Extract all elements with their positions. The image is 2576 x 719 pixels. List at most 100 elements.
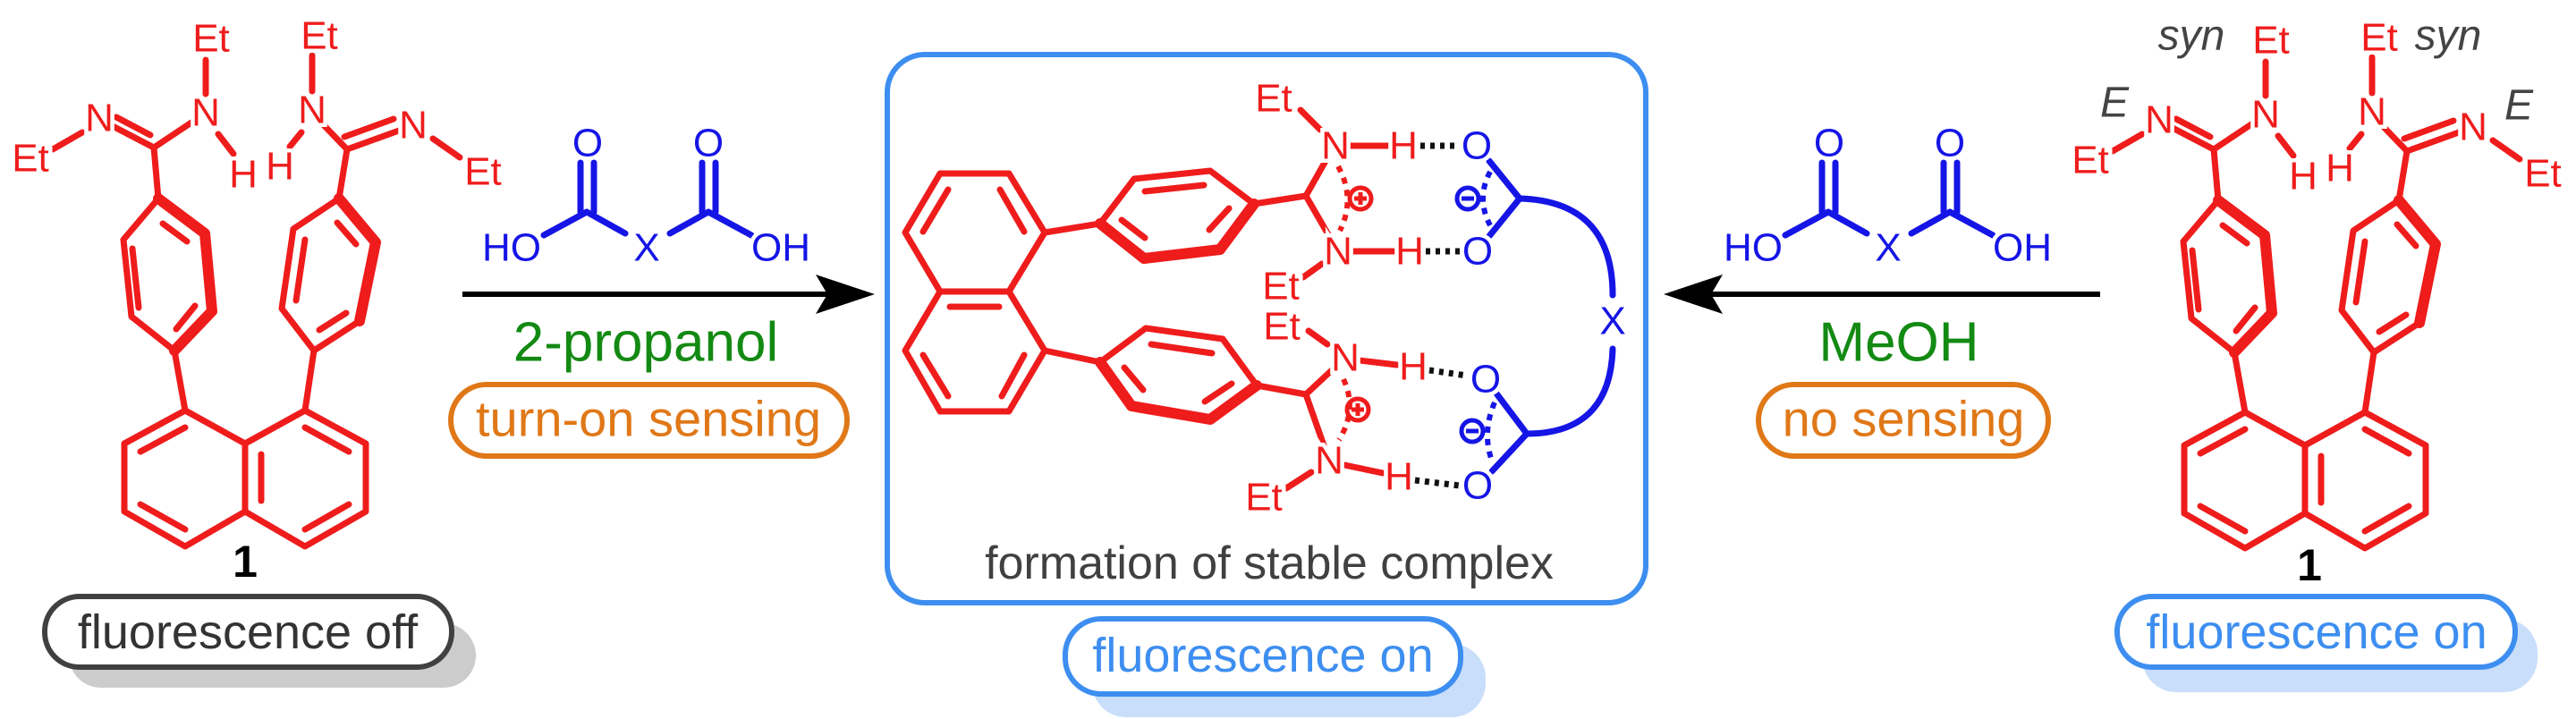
no-sensing-badge bbox=[1756, 382, 2051, 459]
fluorescence-on-badge: fluorescence on bbox=[1063, 616, 1486, 717]
stereo-e-label: E bbox=[2504, 82, 2534, 130]
fluorescence-off-text: fluorescence off bbox=[78, 605, 419, 659]
atom-h: H bbox=[1389, 124, 1418, 168]
biaryl-bond bbox=[2361, 349, 2377, 416]
biaryl-bond bbox=[1041, 347, 1104, 366]
phenyl-ring bbox=[120, 193, 217, 356]
atom-o: O bbox=[1462, 124, 1492, 168]
stereo-syn-label: syn bbox=[2158, 13, 2225, 60]
dicarboxylic-acid: O HO X O OH bbox=[1720, 117, 2056, 274]
atom-n: N bbox=[1321, 124, 1350, 168]
atom-n: N bbox=[1331, 336, 1360, 380]
atom-o: O bbox=[1462, 464, 1493, 508]
atom-et: Et bbox=[1263, 305, 1301, 349]
atom-n: N bbox=[2145, 98, 2174, 142]
atom-et: Et bbox=[2360, 16, 2398, 60]
atom-h: H bbox=[2326, 147, 2354, 190]
biaryl-bond bbox=[301, 347, 318, 414]
atom-n: N bbox=[2358, 90, 2386, 134]
amidine-group: N Et N Et H bbox=[2068, 14, 2321, 204]
arrow-head-left-icon bbox=[1664, 275, 1723, 314]
atom-et: Et bbox=[192, 17, 230, 61]
atom-n: N bbox=[191, 91, 220, 135]
atom-h: H bbox=[1399, 345, 1428, 389]
fluorescence-off-badge: fluorescence off bbox=[42, 594, 476, 688]
negative-charge-icon bbox=[1454, 185, 1481, 212]
biaryl-bond bbox=[1041, 220, 1104, 236]
amidine-group: N Et N Et H bbox=[8, 13, 261, 202]
amidine-group: N Et H N Et bbox=[262, 10, 505, 202]
phenyl-ring bbox=[1095, 325, 1309, 425]
atom-et: Et bbox=[2252, 19, 2290, 63]
atom-n: N bbox=[2251, 93, 2280, 137]
left-molecule-structure: N Et N Et H N Et H N Et bbox=[8, 10, 505, 550]
biaryl-bond bbox=[171, 347, 189, 414]
atom-o: O bbox=[572, 122, 603, 165]
right-molecule-structure: N Et N Et H N Et H N Et bbox=[2068, 12, 2565, 552]
atom-et: Et bbox=[2072, 139, 2109, 182]
atom-h: H bbox=[266, 145, 294, 189]
positive-charge-icon bbox=[1347, 185, 1374, 212]
negative-charge-icon bbox=[1459, 418, 1486, 444]
stereo-syn-label: syn bbox=[2415, 13, 2482, 60]
atom-et: Et bbox=[1245, 476, 1283, 520]
phenyl-ring bbox=[2338, 195, 2441, 356]
atom-x: X bbox=[1875, 226, 1901, 270]
solvent-label: 2-propanol bbox=[513, 312, 778, 374]
compound-label: 1 bbox=[2297, 540, 2322, 590]
atom-h: H bbox=[229, 153, 258, 197]
linker-arc bbox=[1516, 195, 1616, 299]
atom-h: H bbox=[1385, 455, 1413, 499]
badge-outline bbox=[2114, 594, 2518, 670]
compound-label: 1 bbox=[233, 537, 258, 587]
complex-box bbox=[885, 52, 1648, 605]
atom-x: X bbox=[1599, 300, 1625, 343]
atom-et: Et bbox=[464, 150, 502, 194]
no-sensing-text: no sensing bbox=[1783, 391, 2025, 447]
complex-caption: formation of stable complex bbox=[985, 537, 1554, 589]
atom-h: H bbox=[2289, 155, 2318, 199]
amidine-group: N Et H N Et bbox=[2322, 12, 2565, 204]
badge-outline bbox=[42, 594, 454, 670]
turn-on-sensing-badge bbox=[448, 382, 850, 459]
atom-x: X bbox=[633, 226, 659, 270]
fluorescence-on-badge: fluorescence on bbox=[2114, 594, 2538, 692]
hydrogen-bond bbox=[1428, 367, 1468, 379]
fluorescence-on-text: fluorescence on bbox=[2146, 605, 2487, 659]
amidinium-group: Et N H N H Et bbox=[1241, 300, 1468, 523]
positive-charge-icon bbox=[1344, 396, 1371, 423]
fluorescence-on-text: fluorescence on bbox=[1092, 629, 1433, 682]
atom-et: Et bbox=[301, 14, 338, 58]
biaryl-bond bbox=[2231, 349, 2249, 416]
hydrogen-bond bbox=[1414, 477, 1461, 489]
stereo-e-label: E bbox=[2100, 80, 2130, 127]
solvent-label: MeOH bbox=[1818, 312, 1979, 374]
atom-et: Et bbox=[2524, 152, 2562, 196]
badge-outline bbox=[1063, 616, 1463, 697]
naphthalene-double-bonds bbox=[137, 424, 352, 533]
atom-h: H bbox=[1395, 230, 1424, 274]
atom-o: O bbox=[693, 122, 724, 165]
dicarboxylate: O O X O O bbox=[1454, 120, 1630, 512]
phenyl-ring bbox=[278, 193, 381, 354]
atom-o: O bbox=[1462, 230, 1493, 274]
naphthalene-ring bbox=[242, 407, 369, 550]
atom-o: O bbox=[1470, 358, 1501, 402]
atom-oh: OH bbox=[1993, 226, 2052, 270]
linker-arc bbox=[1523, 345, 1616, 437]
left-reaction-arrow: O HO X O OH 2-propanol turn-on sensing bbox=[448, 117, 875, 459]
right-reaction-arrow: O HO X O OH MeOH no sensing bbox=[1664, 117, 2100, 459]
atom-et: Et bbox=[1255, 77, 1292, 121]
naphthalene-double-bonds bbox=[2197, 426, 2412, 535]
atom-ho: HO bbox=[1724, 226, 1783, 270]
left-molecule: N Et N Et H N Et H N Et 1 bbox=[8, 10, 505, 688]
atom-n: N bbox=[1324, 230, 1352, 274]
atom-n: N bbox=[298, 89, 326, 132]
phenyl-ring bbox=[1095, 167, 1309, 264]
phenyl-ring bbox=[2180, 195, 2277, 358]
turn-on-sensing-text: turn-on sensing bbox=[476, 391, 821, 447]
atom-n: N bbox=[2459, 106, 2487, 149]
atom-o: O bbox=[1935, 122, 1965, 165]
atom-n: N bbox=[85, 97, 114, 140]
